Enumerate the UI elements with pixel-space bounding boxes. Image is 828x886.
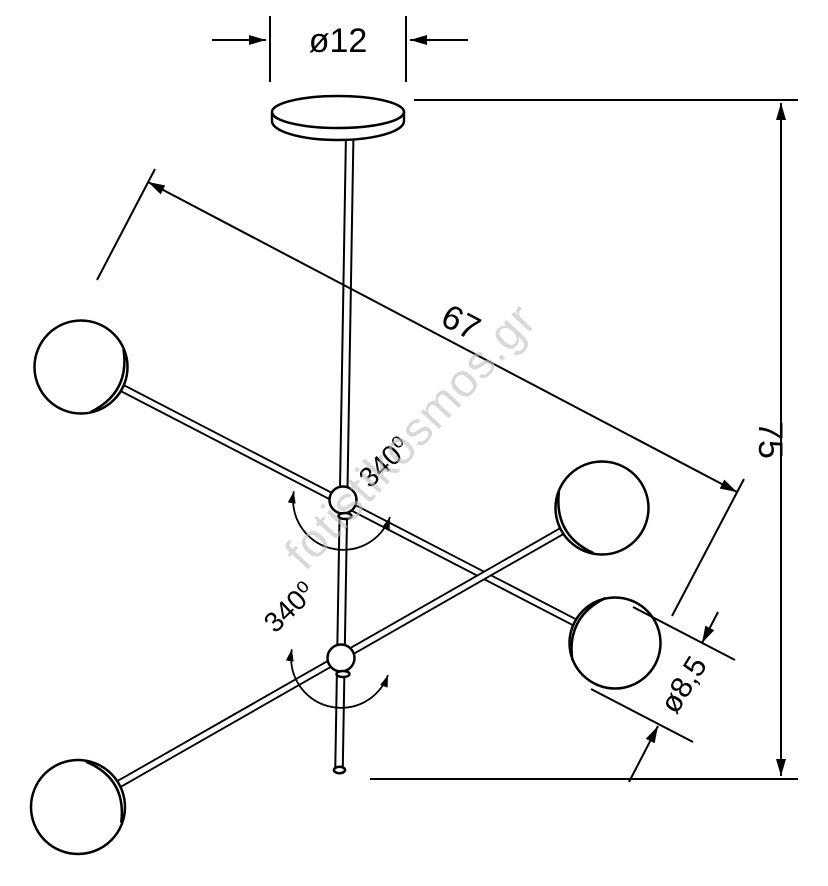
overall-height-label: 75	[751, 421, 789, 459]
stem-rod-end-cap	[332, 765, 347, 775]
shade-dim-arrow-lower	[628, 725, 659, 783]
shade-diameter-label: ø8,5	[654, 651, 714, 719]
pivot-lower-collar	[335, 669, 351, 679]
arm-dim-extension-right	[671, 478, 745, 617]
shade-sphere-lower-right-socket-arc	[570, 596, 606, 661]
dimension-canopy-diameter: ø12	[212, 16, 468, 82]
pivot-upper-rotation-arc	[287, 491, 391, 551]
arm-dim-line	[147, 181, 738, 493]
arm-dim-extension-left	[96, 168, 156, 281]
dimension-overall-height: 75	[370, 99, 798, 780]
pivot-lower-rotation-arc	[285, 649, 389, 709]
shade-sphere-bottom-left-socket-arc	[85, 760, 124, 823]
shade-sphere-bottom-left	[29, 758, 127, 856]
ceiling-canopy	[270, 94, 406, 142]
shade-sphere-upper-left	[33, 319, 129, 415]
shade-sphere-right-socket-arc	[557, 491, 595, 555]
canopy-top-disc	[270, 94, 406, 130]
shade-sphere-upper-left-socket-arc	[90, 349, 126, 414]
shade-dim-arrow-upper	[701, 611, 719, 644]
pivot-lower-ball	[326, 643, 356, 673]
shade-sphere-lower-right	[568, 596, 662, 690]
shade-sphere-right-body	[554, 460, 650, 556]
lower-rotation-label: 340⁰	[258, 576, 321, 639]
shade-sphere-bottom-left-body	[29, 758, 127, 856]
shade-sphere-right	[554, 460, 650, 556]
shade-dim-tangent-upper	[632, 606, 736, 661]
pivot-upper-collar	[337, 511, 353, 521]
canopy-diameter-label: ø12	[309, 22, 368, 60]
shade-sphere-lower-right-body	[568, 596, 662, 690]
shade-dim-tangent-lower	[590, 688, 694, 743]
shade-sphere-upper-left-body	[33, 319, 129, 415]
